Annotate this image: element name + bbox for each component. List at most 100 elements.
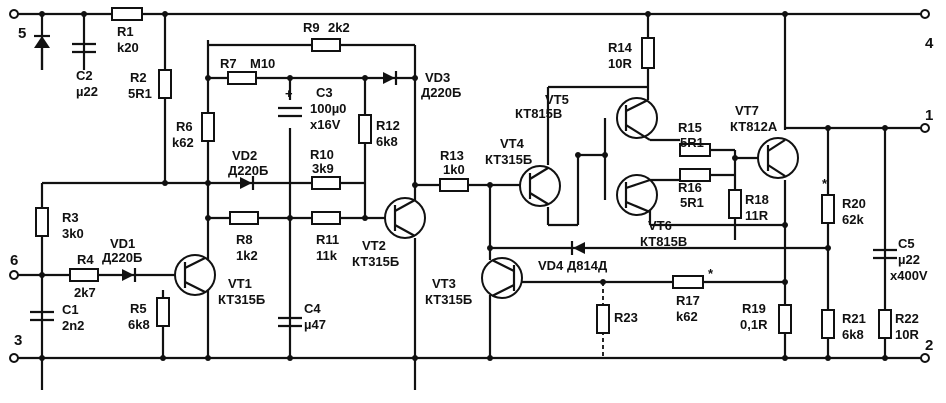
vd1-type: Д220Б — [102, 250, 142, 265]
resistor-r13 — [439, 178, 469, 192]
diode-vd3 — [383, 71, 398, 85]
resistor-r11 — [311, 211, 341, 225]
vt5-ref: VT5 — [545, 92, 569, 107]
r11-val: 11k — [316, 248, 338, 263]
resistor-r18 — [728, 189, 742, 219]
r13-ref: R13 — [440, 148, 464, 163]
vd2-type: Д220Б — [228, 163, 268, 178]
r18-ref: R18 — [745, 192, 769, 207]
resistor-r17 — [672, 275, 704, 289]
resistor-r8 — [229, 211, 259, 225]
r8-ref: R8 — [236, 232, 253, 247]
r16-val: 5R1 — [680, 195, 704, 210]
vd4-ref: VD4 — [538, 258, 564, 273]
r1-val: k20 — [117, 40, 139, 55]
terminal-1 — [920, 123, 930, 133]
c5-ref: C5 — [898, 236, 915, 251]
r17-val: k62 — [676, 309, 698, 324]
resistor-r20 — [821, 194, 835, 224]
terminal-2 — [920, 353, 930, 363]
resistor-r6 — [201, 112, 215, 142]
r21-ref: R21 — [842, 311, 866, 326]
pin-label-4: 4 — [925, 35, 934, 52]
r10-ref: R10 — [310, 147, 334, 162]
vt6-type: КТ815В — [640, 234, 687, 249]
pin-label-2: 2 — [925, 337, 933, 354]
r19-val: 0,1R — [740, 317, 768, 332]
c5-volt: x400V — [890, 268, 928, 283]
vt2-ref: VT2 — [362, 238, 386, 253]
transistor-vt7 — [757, 137, 799, 179]
r22-ref: R22 — [895, 311, 919, 326]
terminal-5 — [9, 9, 19, 19]
c2-val: µ22 — [76, 84, 98, 99]
pin-label-5: 5 — [18, 25, 26, 42]
transistor-vt2 — [384, 197, 426, 239]
resistor-r22 — [878, 309, 892, 339]
r20-star: * — [822, 176, 828, 191]
pin-label-6: 6 — [10, 252, 18, 269]
r20-ref: R20 — [842, 196, 866, 211]
r16-ref: R16 — [678, 180, 702, 195]
terminal-4 — [920, 9, 930, 19]
c4-val: µ47 — [304, 317, 326, 332]
vt3-type: КТ315Б — [425, 292, 472, 307]
r23-ref: R23 — [614, 310, 638, 325]
r15-val: 5R1 — [680, 135, 704, 150]
terminal-6 — [9, 270, 19, 280]
resistor-r3 — [35, 207, 49, 237]
c3-volt: x16V — [310, 117, 341, 132]
vd4-type: Д814Д — [567, 258, 608, 273]
r6-val: k62 — [172, 135, 194, 150]
vt1-ref: VT1 — [228, 276, 252, 291]
r8-val: 1k2 — [236, 248, 258, 263]
r4-ref: R4 — [77, 252, 94, 267]
r9-ref: R9 — [303, 20, 320, 35]
c4-ref: C4 — [304, 301, 321, 316]
resistor-r14 — [641, 37, 655, 69]
r21-val: 6k8 — [842, 327, 864, 342]
r2-ref: R2 — [130, 70, 147, 85]
r15-ref: R15 — [678, 120, 702, 135]
c1-val: 2n2 — [62, 318, 84, 333]
resistor-r15 — [679, 143, 711, 157]
capacitor-c1 — [30, 310, 54, 322]
c3-val: 100µ0 — [310, 101, 346, 116]
r1-ref: R1 — [117, 24, 134, 39]
r5-ref: R5 — [130, 301, 147, 316]
c2-ref: C2 — [76, 68, 93, 83]
r18-val: 11R — [745, 208, 769, 223]
r3-val: 3k0 — [62, 226, 84, 241]
c5-val: µ22 — [898, 252, 920, 267]
r7-ref: R7 — [220, 56, 237, 71]
transistor-vt5 — [616, 97, 658, 141]
vt7-type: КТ812А — [730, 119, 778, 134]
resistor-r5 — [156, 297, 170, 327]
r7-val: M10 — [250, 56, 275, 71]
resistor-r9 — [311, 38, 341, 52]
r20-val: 62k — [842, 212, 864, 227]
r19-ref: R19 — [742, 301, 766, 316]
vt3-ref: VT3 — [432, 276, 456, 291]
resistor-r12 — [358, 114, 372, 144]
r5-val: 6k8 — [128, 317, 150, 332]
resistor-r10 — [311, 176, 341, 190]
c3-ref: C3 — [316, 85, 333, 100]
pin-label-3: 3 — [14, 332, 22, 349]
r12-val: 6k8 — [376, 134, 398, 149]
r13-val: 1k0 — [443, 162, 465, 177]
capacitor-c4 — [278, 316, 302, 328]
transistor-vt6 — [616, 174, 658, 216]
vt2-type: КТ315Б — [352, 254, 399, 269]
vd2-ref: VD2 — [232, 148, 257, 163]
zener-diode — [34, 34, 50, 70]
vd3-type: Д220Б — [421, 85, 461, 100]
diode-vd2 — [240, 176, 255, 190]
c1-ref: C1 — [62, 302, 79, 317]
terminal-3 — [9, 353, 19, 363]
resistor-r19 — [778, 304, 792, 334]
vt5-type: КТ815В — [515, 106, 562, 121]
c3-plus: + — [285, 86, 293, 101]
resistor-r23 — [596, 304, 610, 334]
